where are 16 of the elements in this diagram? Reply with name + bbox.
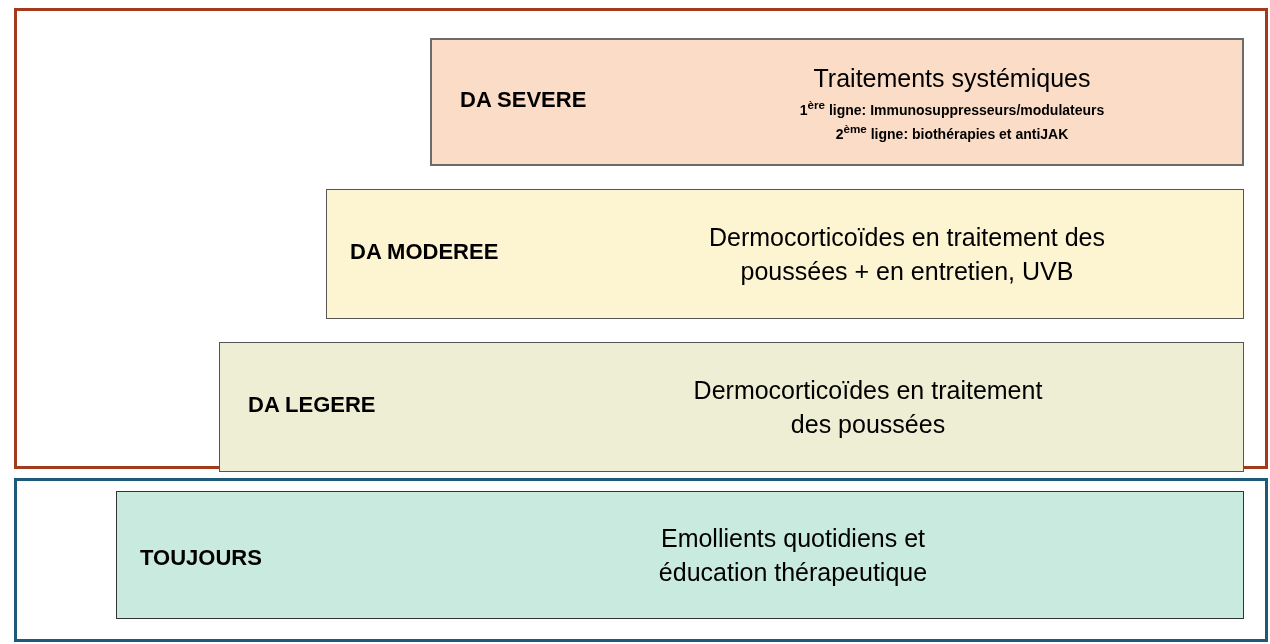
treatment-line: 2$^{ème}$ ligne: biothérapies et antiJAK (834, 121, 1070, 145)
treatment-line: 1$^{ère}$ ligne: Immunosuppresseurs/modulateurs (798, 97, 1106, 120)
treatment-text: Emollients quotidiens et éducation thérapeutique (657, 523, 929, 588)
treatment-box (326, 189, 1244, 319)
severity-label: DA LEGERE (248, 392, 376, 418)
treatment-box (116, 491, 1244, 619)
treatment-box (430, 38, 1244, 166)
frame-border (14, 8, 1268, 469)
treatment-text: Dermocorticoïdes en traitement des poussées (692, 375, 1044, 440)
severity-label: DA SEVERE (460, 87, 587, 113)
severity-label: TOUJOURS (140, 545, 262, 571)
severity-label: DA MODEREE (350, 239, 499, 265)
treatment-text: Dermocorticoïdes en traitement des poussées + en entretien, UVB (708, 222, 1106, 287)
frame-border (14, 478, 1268, 642)
treatment-box (219, 342, 1244, 472)
treatment-text: Traitements systémiques (812, 63, 1092, 95)
